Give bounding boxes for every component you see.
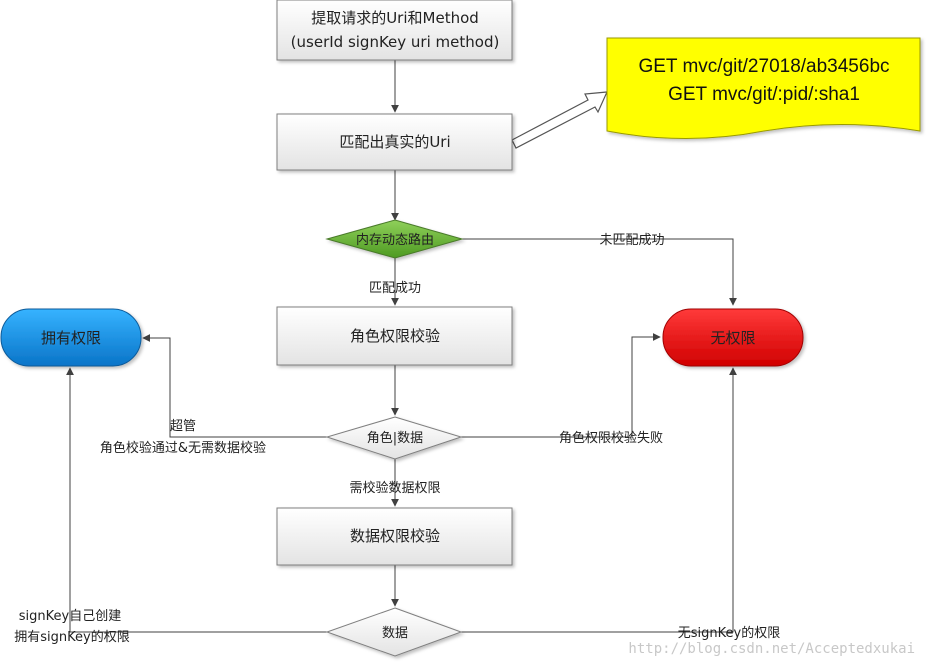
edge-label-own-2: 拥有signKey的权限 bbox=[14, 629, 129, 645]
terminal-has-permission: 拥有权限 bbox=[0, 308, 142, 367]
note-line-2: GET mvc/git/:pid/:sha1 bbox=[668, 84, 860, 105]
callout-arrow bbox=[511, 91, 608, 149]
edge-label-super-1: 超管 bbox=[170, 419, 196, 434]
box-match-uri: 匹配出真实的Uri bbox=[276, 113, 513, 171]
box-role-check: 角色权限校验 bbox=[276, 306, 513, 366]
decision-role-data: 角色|数据 bbox=[325, 416, 463, 460]
decision-data: 数据 bbox=[325, 607, 463, 657]
arrow-no-signkey-to-no-permission bbox=[461, 367, 737, 633]
arrow-own-to-has-permission bbox=[66, 367, 327, 633]
data-decision-label: 数据 bbox=[382, 626, 408, 641]
terminal-no-permission: 无权限 bbox=[662, 308, 804, 367]
note-line-1: GET mvc/git/27018/ab3456bc bbox=[638, 56, 889, 77]
extract-params: (userId signKey uri method) bbox=[291, 33, 500, 51]
arrow-route-to-no-permission bbox=[462, 238, 737, 306]
edge-label-no-signkey: 无signKey的权限 bbox=[678, 625, 780, 641]
edge-label-own-1: signKey自己创建 bbox=[19, 609, 121, 624]
uri-example-note: GET mvc/git/27018/ab3456bc GET mvc/git/:… bbox=[606, 37, 921, 139]
edge-label-need-data: 需校验数据权限 bbox=[349, 480, 440, 496]
edge-label-matched: 匹配成功 bbox=[369, 281, 421, 296]
box-extract: 提取请求的Uri和Method (userId signKey uri meth… bbox=[276, 0, 513, 61]
role-data-decision-label: 角色|数据 bbox=[367, 430, 423, 446]
data-check-label: 数据权限校验 bbox=[350, 527, 440, 545]
has-permission-label: 拥有权限 bbox=[41, 329, 101, 347]
watermark-text: http://blog.csdn.net/Acceptedxukai bbox=[628, 641, 915, 657]
decision-route: 内存动态路由 bbox=[325, 219, 464, 259]
box-data-check: 数据权限校验 bbox=[276, 507, 513, 566]
edge-label-super-2: 角色校验通过&无需数据校验 bbox=[100, 440, 266, 456]
edge-label-role-fail: 角色权限校验失败 bbox=[559, 430, 663, 446]
role-check-label: 角色权限校验 bbox=[350, 327, 440, 345]
arrow-super-to-has-permission bbox=[142, 334, 327, 438]
match-uri-label: 匹配出真实的Uri bbox=[339, 133, 450, 151]
no-permission-label: 无权限 bbox=[710, 329, 755, 347]
extract-title: 提取请求的Uri和Method bbox=[311, 9, 479, 27]
edge-label-unmatched: 未匹配成功 bbox=[599, 233, 664, 248]
route-decision-label: 内存动态路由 bbox=[356, 232, 434, 248]
arrow-role-fail-to-no-permission bbox=[461, 333, 661, 438]
connectors bbox=[66, 60, 737, 633]
